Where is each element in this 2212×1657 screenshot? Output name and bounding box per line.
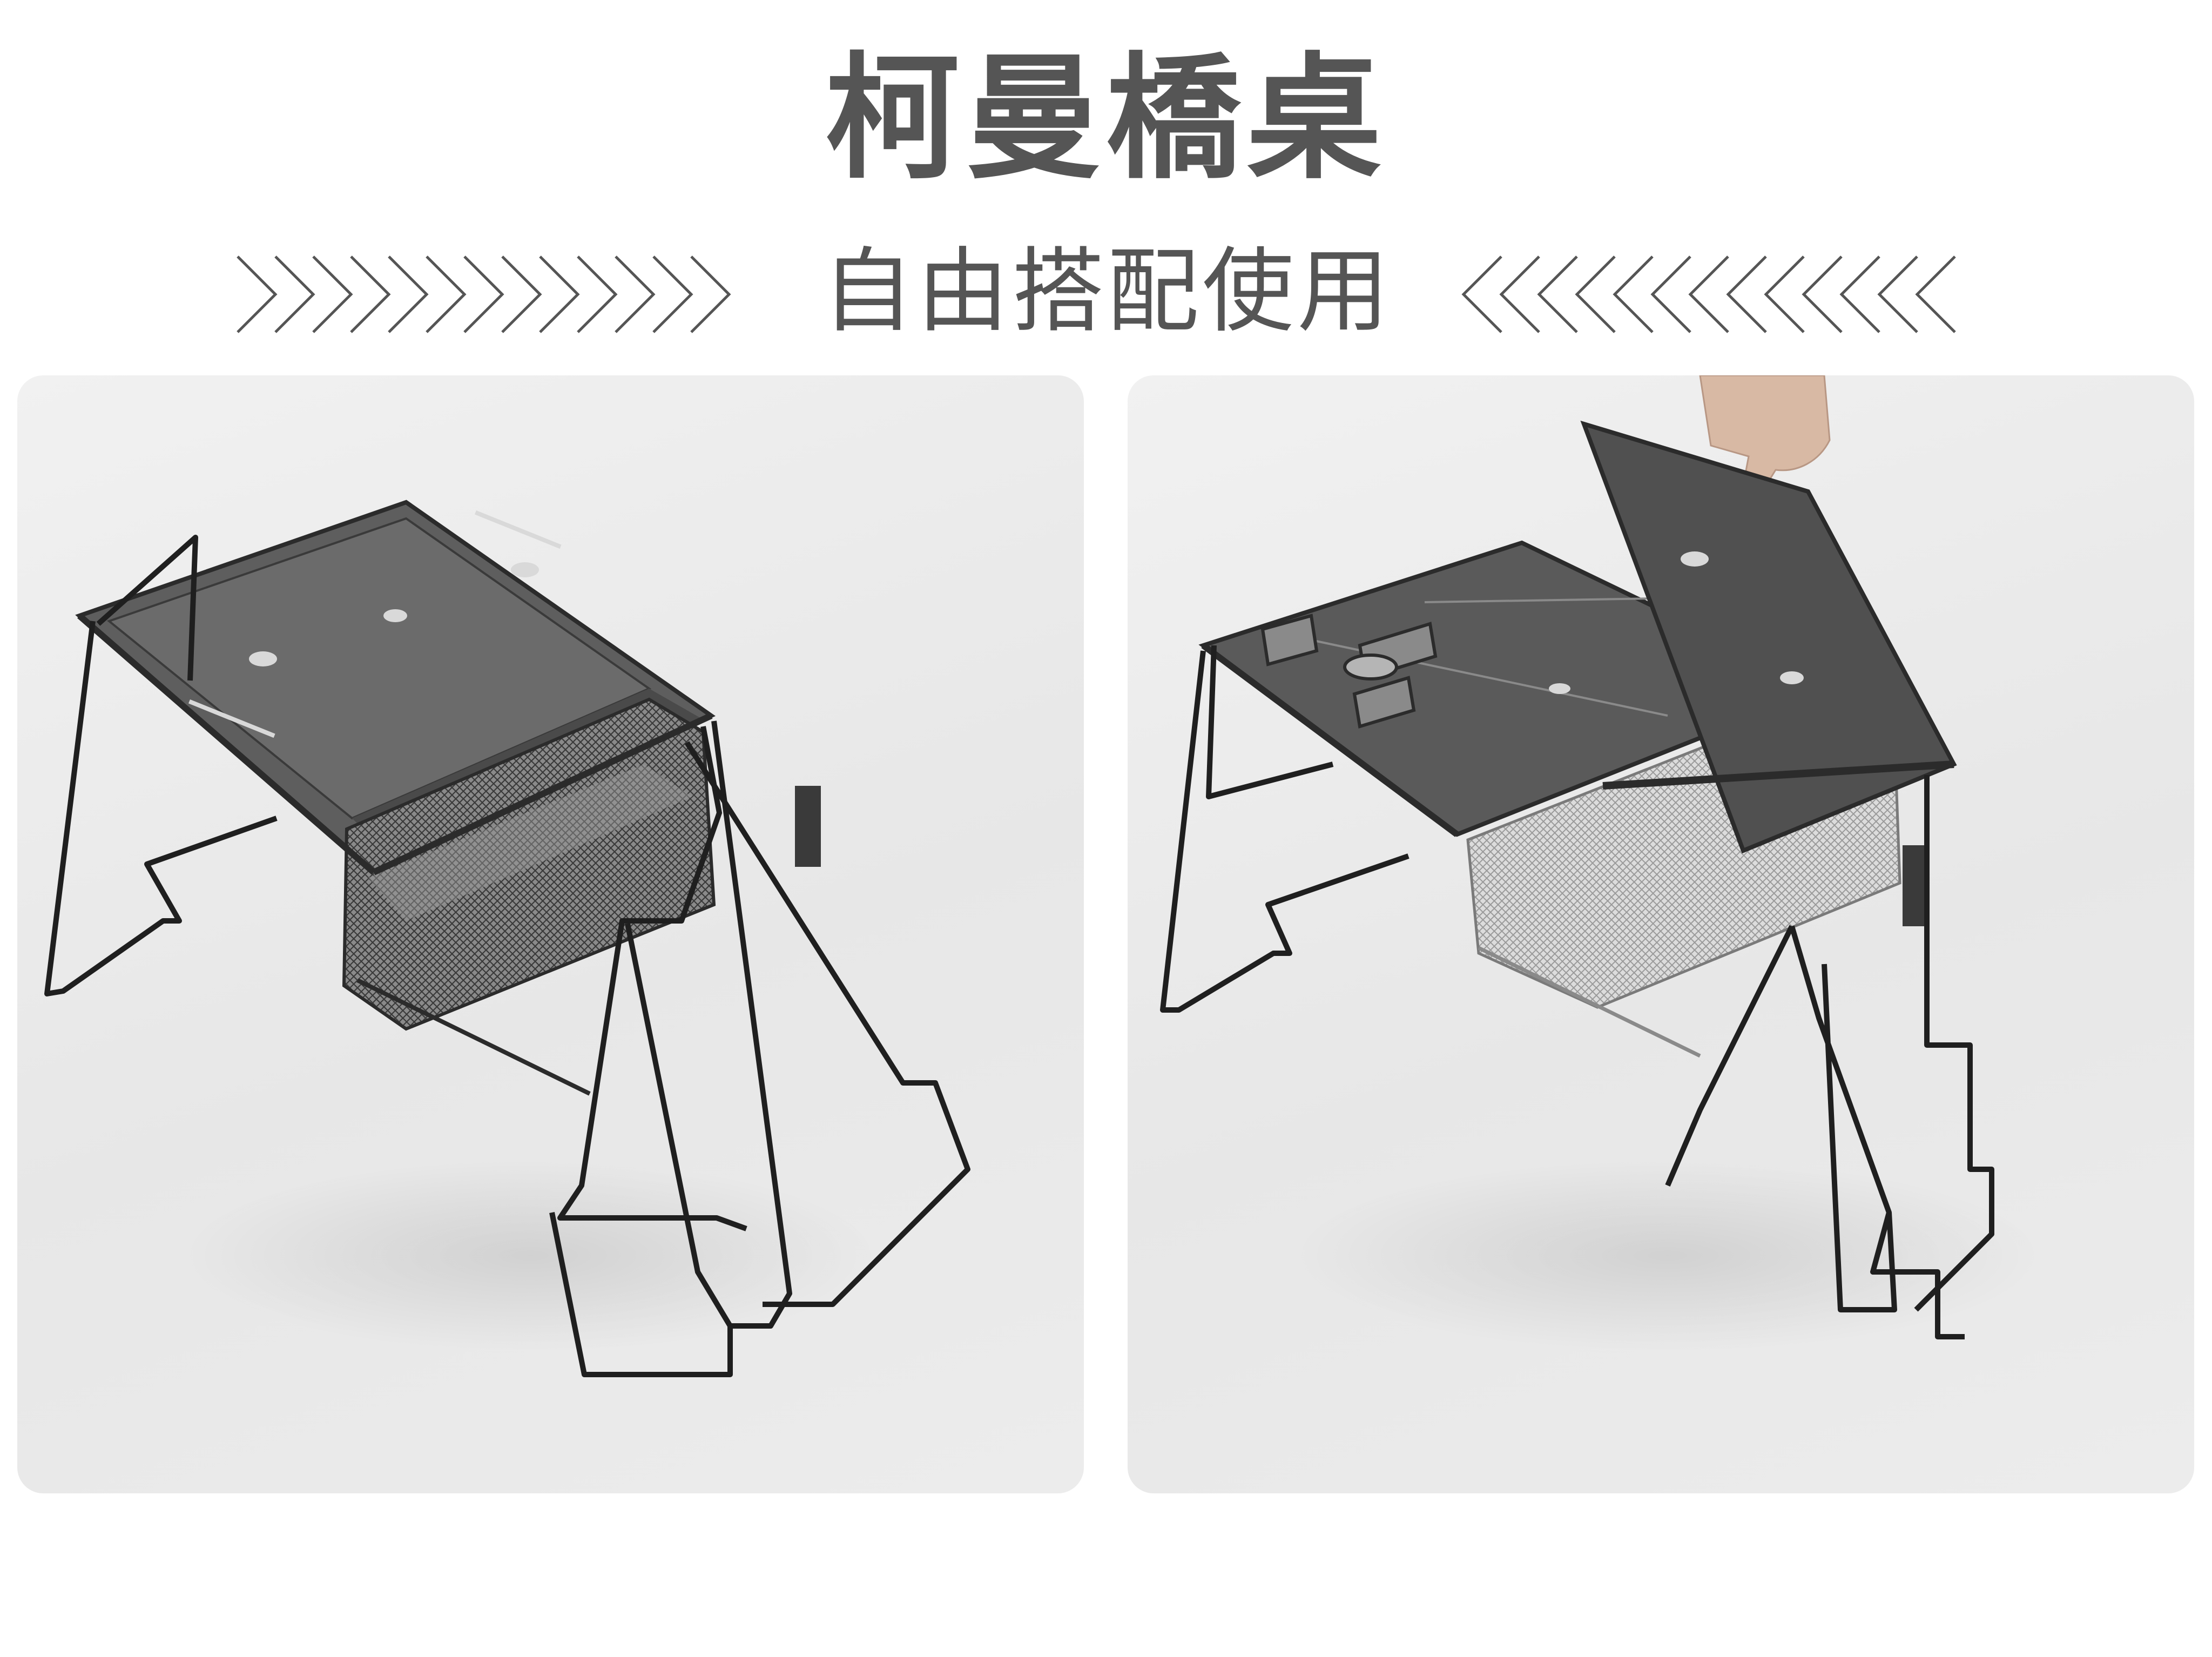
- chevrons-right-icon: [237, 255, 731, 333]
- stove-icon: [1260, 614, 1438, 729]
- chevrons-left-icon: [1461, 255, 1956, 333]
- table-with-lifted-lid-and-stove-icon: [1160, 375, 1994, 1339]
- product-photo-right: [1128, 375, 2194, 1493]
- table-with-dark-mesh-basket-icon: [44, 500, 970, 1377]
- page-title: 柯曼橋桌: [825, 40, 1387, 197]
- subtitle: 自由搭配使用: [821, 238, 1392, 345]
- product-photo-left: [17, 375, 1084, 1493]
- subtitle-row: 自由搭配使用: [0, 232, 2212, 351]
